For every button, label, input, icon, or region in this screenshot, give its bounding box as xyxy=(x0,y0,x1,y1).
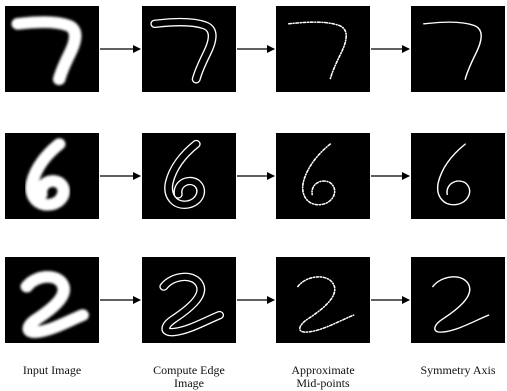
panel-input-image-2 xyxy=(5,257,99,343)
stage-caption: Input Image xyxy=(0,364,112,377)
panel-edge-image-2 xyxy=(142,257,236,343)
panel-symmetry-axis-2 xyxy=(411,257,505,343)
stage-caption: Symmetry Axis xyxy=(398,364,507,377)
panel-background xyxy=(276,257,370,343)
panel-mid-points-6 xyxy=(276,133,370,219)
caption-line: Symmetry Axis xyxy=(398,364,507,377)
panel-edge-image-6 xyxy=(142,133,236,219)
panel-background xyxy=(411,257,505,343)
panel-background xyxy=(276,133,370,219)
caption-line: Mid-points xyxy=(263,377,383,390)
panel-symmetry-axis-7 xyxy=(411,6,505,92)
caption-line: Image xyxy=(129,377,249,390)
panel-symmetry-axis-6 xyxy=(411,133,505,219)
panel-mid-points-2 xyxy=(276,257,370,343)
panel-edge-image-7 xyxy=(142,6,236,92)
panel-background xyxy=(411,133,505,219)
panel-background xyxy=(411,6,505,92)
panel-background xyxy=(276,6,370,92)
panel-mid-points-7 xyxy=(276,6,370,92)
panel-input-image-6 xyxy=(5,133,99,219)
panel-input-image-7 xyxy=(5,6,99,92)
caption-line: Input Image xyxy=(0,364,112,377)
